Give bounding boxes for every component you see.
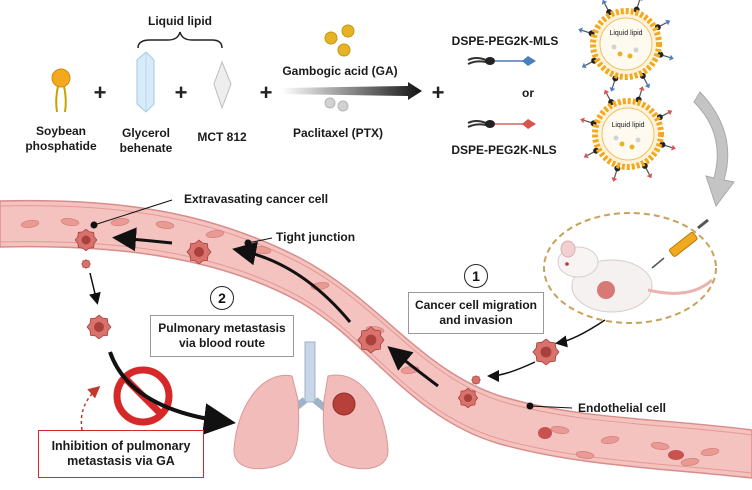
- step-2-badge: 2: [210, 286, 234, 310]
- nls-ligand-icon: [467, 119, 536, 129]
- glycerol-behenate-icon: [136, 51, 155, 113]
- cancer-cell-shape: [74, 228, 98, 252]
- glycerol-label: Glycerol behenate: [120, 126, 173, 156]
- cancer-cell-shape: [457, 387, 479, 409]
- step-1-box: Cancer cell migration and invasion: [408, 292, 544, 334]
- cancer-cell-shape: [357, 326, 385, 354]
- svg-text:+: +: [432, 80, 445, 105]
- soybean-text: Soybean phosphatide: [25, 124, 97, 153]
- soybean-phosphatide-icon: [51, 68, 71, 113]
- plus-icon-4: +: [432, 80, 445, 105]
- cancer-cell-shape: [471, 375, 481, 385]
- extravasating-label: Extravasating cancer cell: [184, 192, 329, 206]
- mct-812-icon: [213, 60, 232, 110]
- pointer-lines: [90, 199, 573, 410]
- soybean-label: Soybean phosphatide: [25, 124, 96, 154]
- step-1-badge: 1: [464, 264, 488, 288]
- nls-label: DSPE-PEG2K-NLS: [451, 143, 557, 157]
- metastasis-arrow: [108, 351, 236, 435]
- lungs-icon: [233, 341, 389, 470]
- mouse-injection-panel: [543, 212, 717, 324]
- step-2-text: Pulmonary metastasis via blood route: [158, 321, 286, 350]
- flow-arrows: [112, 227, 439, 388]
- cancer-cell-shape: [86, 314, 112, 340]
- plus-icon-1: +: [94, 80, 107, 105]
- plus-icon-3: +: [260, 80, 273, 105]
- cancer-cells: [74, 228, 560, 409]
- formulation-arrow: [282, 82, 422, 100]
- liquid-lipid-brace: [137, 31, 223, 49]
- step-2-box: Pulmonary metastasis via blood route: [150, 315, 294, 357]
- endothelial-cell-shape: [205, 230, 225, 238]
- paclitaxel-icon: [324, 97, 349, 112]
- red-blood-cell-shape: [668, 450, 684, 460]
- tight-junction-label: Tight junction: [276, 230, 356, 244]
- extravasation-arrows: [89, 272, 606, 382]
- endothelial-cell-shape: [60, 218, 80, 226]
- or-label: or: [522, 86, 534, 100]
- cancer-cell-shape: [532, 338, 560, 366]
- endothelial-cell-shape: [575, 451, 595, 459]
- cancer-cell-shape: [81, 259, 91, 269]
- inhibition-arrow: [80, 386, 101, 431]
- plus-icon-2: +: [175, 80, 188, 105]
- np-core-label-1: Liquid lipid: [609, 30, 643, 37]
- endothelial-cell-shape: [600, 436, 620, 444]
- mls-label: DSPE-PEG2K-MLS: [451, 34, 559, 48]
- endothelial-label: Endothelial cell: [578, 401, 667, 415]
- svg-text:+: +: [94, 80, 107, 105]
- endothelial-cell-shape: [110, 218, 130, 226]
- injection-flow-arrow: [693, 91, 735, 208]
- liquid-lipid-label: Liquid lipid: [148, 14, 212, 28]
- endothelial-cell-shape: [650, 442, 670, 450]
- gambogic-acid-icon: [324, 24, 355, 57]
- endothelial-cell-shape: [700, 448, 720, 456]
- mls-nanoparticle-icon: [578, 0, 674, 92]
- ga-label: Gambogic acid (GA): [282, 64, 398, 78]
- step-1-text: Cancer cell migration and invasion: [414, 298, 538, 327]
- endothelial-cell-shape: [20, 220, 40, 228]
- red-blood-cell-shape: [538, 427, 552, 439]
- np-core-label-2: Liquid lipid: [611, 122, 645, 129]
- svg-text:+: +: [260, 80, 273, 105]
- syringe-icon: [651, 218, 709, 269]
- ptx-label: Paclitaxel (PTX): [292, 126, 384, 140]
- svg-text:+: +: [175, 80, 188, 105]
- mls-ligand-icon: [467, 56, 536, 66]
- mct-label: MCT 812: [197, 130, 247, 144]
- endothelial-cell-shape: [550, 426, 570, 434]
- endothelial-cell-shape: [155, 221, 175, 229]
- glycerol-text: Glycerol behenate: [119, 126, 173, 155]
- inhibition-box: Inhibition of pulmonary metastasis via G…: [38, 430, 204, 478]
- nls-nanoparticle-icon: [580, 86, 676, 182]
- endothelial-cell-shape: [680, 458, 700, 466]
- inhibition-text: Inhibition of pulmonary metastasis via G…: [51, 439, 191, 468]
- cancer-cell-shape: [186, 239, 212, 265]
